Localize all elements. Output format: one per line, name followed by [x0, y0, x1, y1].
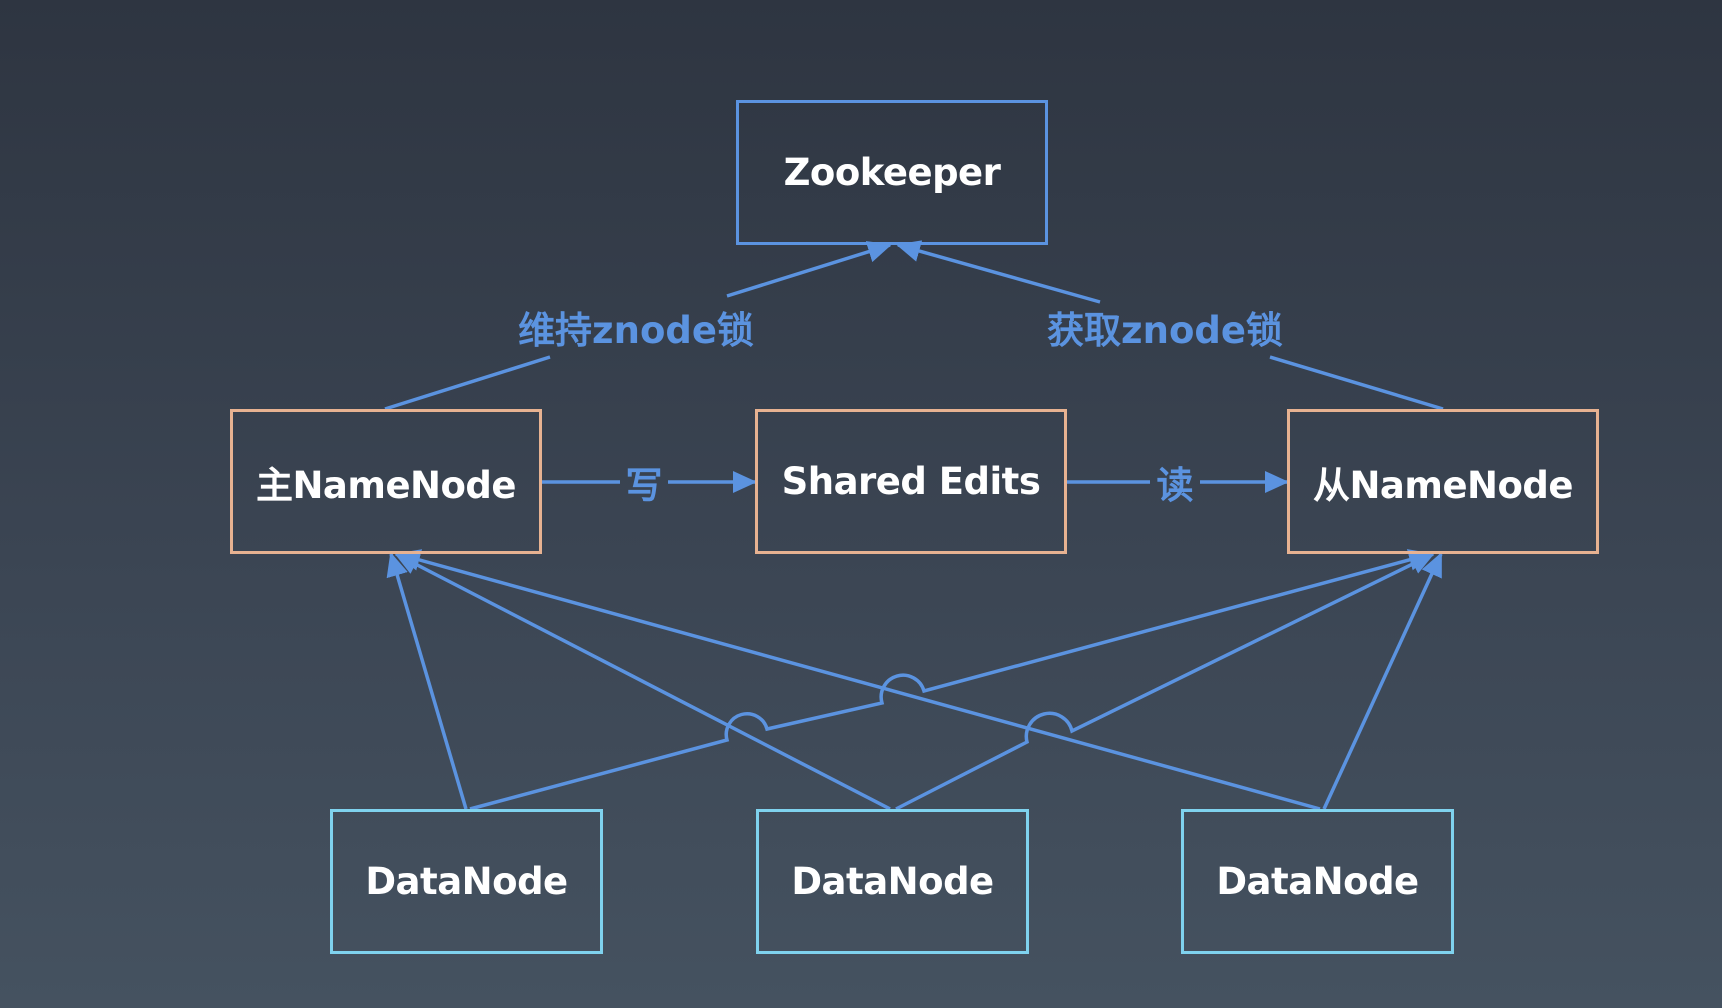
edge-label-write: 写 — [625, 464, 663, 507]
shared-edits-node: Shared Edits — [755, 409, 1067, 554]
datanode-2-label: DataNode — [791, 860, 994, 903]
edge-active-to-zookeeper-upper — [726, 241, 892, 298]
edge-dn3-to-standby — [1322, 552, 1443, 810]
edge-dn3-to-active — [396, 549, 1321, 811]
datanode-3-label: DataNode — [1216, 860, 1419, 903]
datanode-3: DataNode — [1181, 809, 1454, 954]
zookeeper-node: Zookeeper — [736, 100, 1048, 245]
edge-dn1-to-standby — [469, 549, 1433, 811]
datanode-1-label: DataNode — [365, 860, 568, 903]
edge-standby-to-zookeeper-upper — [896, 240, 1101, 304]
edge-standby-to-zookeeper-lower — [1269, 355, 1444, 411]
shared-edits-label: Shared Edits — [781, 460, 1041, 503]
zookeeper-label: Zookeeper — [783, 151, 1001, 194]
edge-dn2-to-standby — [895, 552, 1435, 811]
datanode-1: DataNode — [330, 809, 603, 954]
edge-dn1-to-active — [386, 552, 468, 810]
edge-label-hold-znode-lock: 维持znode锁 — [518, 309, 754, 352]
edge-label-read: 读 — [1156, 464, 1194, 507]
edge-label-acquire-znode-lock: 获取znode锁 — [1047, 309, 1283, 352]
active-namenode-node: 主NameNode — [230, 409, 542, 554]
standby-namenode-node: 从NameNode — [1287, 409, 1599, 554]
standby-namenode-label: 从NameNode — [1312, 463, 1574, 507]
edge-dn2-to-active — [394, 552, 891, 811]
edge-active-to-zookeeper-lower — [384, 355, 551, 411]
datanode-2: DataNode — [756, 809, 1029, 954]
active-namenode-label: 主NameNode — [255, 463, 517, 507]
